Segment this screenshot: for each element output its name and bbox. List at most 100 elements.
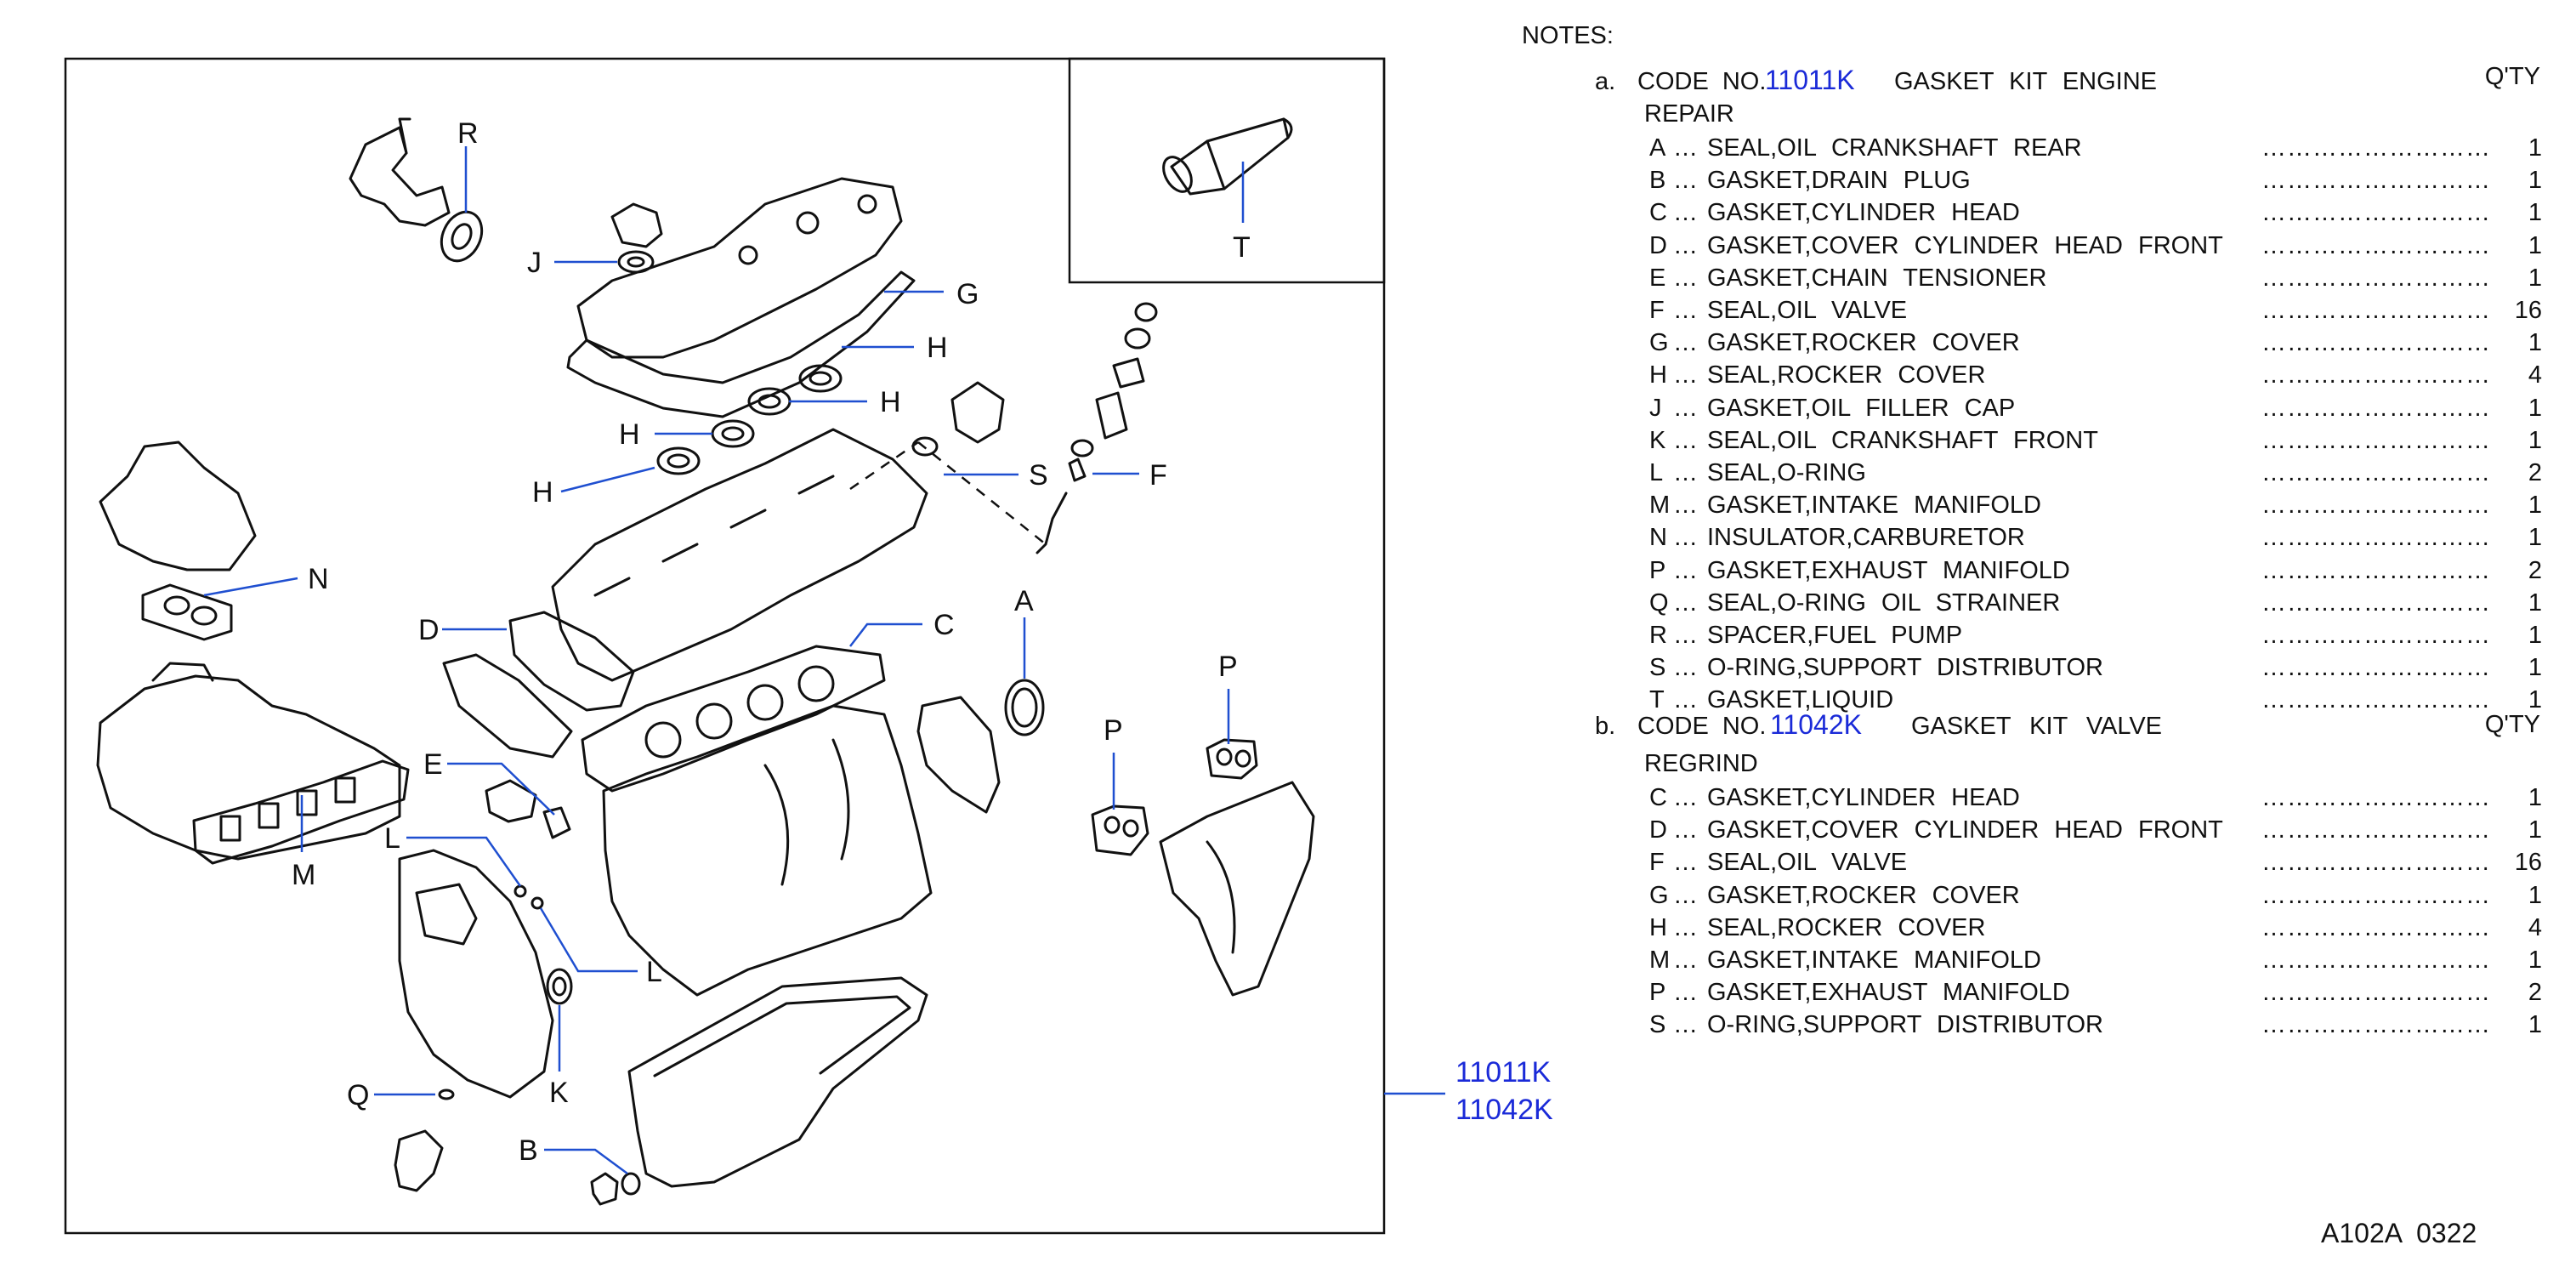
notes-title: NOTES: bbox=[1522, 22, 1614, 49]
item-leader-dots: ……………………… bbox=[2261, 199, 2491, 227]
kit-a-qty-header: Q'TY bbox=[2484, 63, 2540, 90]
label-H-3: H bbox=[619, 418, 640, 451]
item-qty: 16 bbox=[2514, 297, 2542, 324]
item-dots-lead: … bbox=[1673, 492, 1698, 520]
intake-manifold-icon bbox=[96, 662, 401, 861]
item-letter: A bbox=[1649, 134, 1666, 162]
label-L-1: L bbox=[384, 822, 400, 855]
item-leader-dots: ……………………… bbox=[2261, 394, 2491, 422]
kit-a-item-row: G…GASKET,ROCKER COVER………………………1 bbox=[1649, 329, 2542, 360]
cylinder-head-front-cover-gasket-icon bbox=[442, 611, 635, 759]
item-dots-lead: … bbox=[1673, 849, 1698, 877]
label-Q: Q bbox=[347, 1079, 369, 1111]
label-M: M bbox=[292, 859, 315, 891]
item-dots-lead: … bbox=[1673, 329, 1698, 357]
kit-a-item-row: H…SEAL,ROCKER COVER………………………4 bbox=[1649, 361, 2542, 392]
kit-b-code: 11042K bbox=[1770, 709, 1862, 740]
front-cover-icon bbox=[398, 849, 554, 1099]
valve-parts-icon bbox=[1036, 302, 1158, 554]
kit-b-item-row: D…GASKET,COVER CYLINDER HEAD FRONT………………… bbox=[1649, 816, 2542, 847]
intake-manifold-gasket-icon bbox=[192, 759, 410, 865]
item-letter: C bbox=[1649, 784, 1667, 811]
fuel-pump-spacer-icon bbox=[440, 210, 484, 263]
kit-b-header: b. CODE NO. 11042K GASKET KIT VALVE Q'TY bbox=[1595, 709, 2540, 747]
item-letter: D bbox=[1649, 231, 1667, 259]
label-B: B bbox=[519, 1134, 538, 1167]
item-letter: Q bbox=[1649, 588, 1669, 617]
label-F: F bbox=[1149, 459, 1167, 492]
item-leader-dots: ……………………… bbox=[2261, 492, 2491, 520]
item-dots-lead: … bbox=[1673, 459, 1698, 486]
item-letter: M bbox=[1649, 946, 1671, 974]
kit-b-title-cont: REGRIND bbox=[1644, 750, 1758, 777]
item-dots-lead: … bbox=[1673, 979, 1698, 1007]
liquid-gasket-tube-icon bbox=[1162, 117, 1293, 196]
item-qty: 1 bbox=[2528, 524, 2542, 552]
item-dots-lead: … bbox=[1673, 686, 1698, 714]
item-letter: T bbox=[1649, 686, 1665, 714]
item-dots-lead: … bbox=[1673, 426, 1698, 454]
item-leader-dots: ……………………… bbox=[2261, 849, 2491, 877]
item-qty: 1 bbox=[2528, 816, 2542, 844]
item-leader-dots: ……………………… bbox=[2261, 264, 2491, 292]
item-name: SEAL,ROCKER COVER bbox=[1707, 361, 1986, 389]
item-qty: 1 bbox=[2528, 394, 2542, 422]
item-name: SEAL,OIL VALVE bbox=[1707, 297, 1908, 324]
item-letter: K bbox=[1649, 426, 1666, 454]
label-D: D bbox=[418, 614, 440, 646]
kit-b-item-row: P…GASKET,EXHAUST MANIFOLD………………………2 bbox=[1649, 979, 2542, 1009]
item-letter: R bbox=[1649, 622, 1667, 649]
item-leader-dots: ……………………… bbox=[2261, 459, 2491, 486]
kit-a-item-row: K…SEAL,OIL CRANKSHAFT FRONT………………………1 bbox=[1649, 427, 2542, 458]
callout-code-11042K: 11042K bbox=[1455, 1094, 1553, 1126]
item-dots-lead: … bbox=[1673, 556, 1698, 584]
kit-a-item-row: S…O-RING,SUPPORT DISTRIBUTOR………………………1 bbox=[1649, 654, 2542, 685]
item-qty: 2 bbox=[2528, 556, 2542, 584]
item-qty: 1 bbox=[2528, 686, 2542, 714]
kit-a-item-row: M…GASKET,INTAKE MANIFOLD………………………1 bbox=[1649, 492, 2542, 522]
label-K: K bbox=[549, 1077, 569, 1109]
item-leader-dots: ……………………… bbox=[2261, 979, 2491, 1007]
label-S: S bbox=[1029, 459, 1048, 492]
item-dots-lead: … bbox=[1673, 297, 1698, 324]
label-G: G bbox=[956, 278, 979, 310]
item-name: GASKET,ROCKER COVER bbox=[1707, 329, 2020, 357]
kit-a-index: a. bbox=[1595, 68, 1616, 95]
item-leader-dots: ……………………… bbox=[2261, 784, 2491, 811]
item-name: GASKET,LIQUID bbox=[1707, 686, 1894, 714]
item-letter: J bbox=[1649, 394, 1662, 422]
item-qty: 2 bbox=[2528, 459, 2542, 486]
item-qty: 1 bbox=[2528, 264, 2542, 292]
diagram-frame bbox=[64, 57, 1386, 1235]
item-leader-dots: ……………………… bbox=[2261, 588, 2491, 617]
item-name: GASKET,INTAKE MANIFOLD bbox=[1707, 946, 2041, 974]
item-letter: C bbox=[1649, 199, 1667, 227]
item-name: SEAL,ROCKER COVER bbox=[1707, 913, 1986, 941]
item-leader-dots: ……………………… bbox=[2261, 946, 2491, 974]
kit-a-item-row: P…GASKET,EXHAUST MANIFOLD………………………2 bbox=[1649, 557, 2542, 588]
item-qty: 1 bbox=[2528, 231, 2542, 259]
item-qty: 1 bbox=[2528, 1011, 2542, 1039]
cylinder-block-icon bbox=[602, 704, 933, 997]
item-dots-lead: … bbox=[1673, 361, 1698, 389]
item-qty: 1 bbox=[2528, 654, 2542, 682]
label-H-4: H bbox=[532, 476, 553, 509]
item-qty: 1 bbox=[2528, 588, 2542, 617]
item-leader-dots: ……………………… bbox=[2261, 913, 2491, 941]
item-dots-lead: … bbox=[1673, 622, 1698, 649]
label-R: R bbox=[457, 117, 479, 150]
o-ring-icon bbox=[513, 884, 544, 910]
kit-a-item-row: D…GASKET,COVER CYLINDER HEAD FRONT………………… bbox=[1649, 232, 2542, 263]
item-letter: N bbox=[1649, 524, 1667, 552]
item-name: GASKET,COVER CYLINDER HEAD FRONT bbox=[1707, 816, 2223, 844]
rocker-cover-seal-icon bbox=[656, 364, 843, 475]
kit-a-item-row: B…GASKET,DRAIN PLUG………………………1 bbox=[1649, 167, 2542, 197]
kit-a-item-row: F…SEAL,OIL VALVE………………………16 bbox=[1649, 297, 2542, 327]
item-name: GASKET,EXHAUST MANIFOLD bbox=[1707, 556, 2070, 584]
item-dots-lead: … bbox=[1673, 199, 1698, 227]
item-qty: 1 bbox=[2528, 492, 2542, 520]
kit-a-item-row: C…GASKET,CYLINDER HEAD………………………1 bbox=[1649, 199, 2542, 230]
kit-b-title: GASKET KIT VALVE bbox=[1911, 713, 2163, 740]
kit-b-item-row: S…O-RING,SUPPORT DISTRIBUTOR………………………1 bbox=[1649, 1011, 2542, 1042]
item-dots-lead: … bbox=[1673, 881, 1698, 909]
